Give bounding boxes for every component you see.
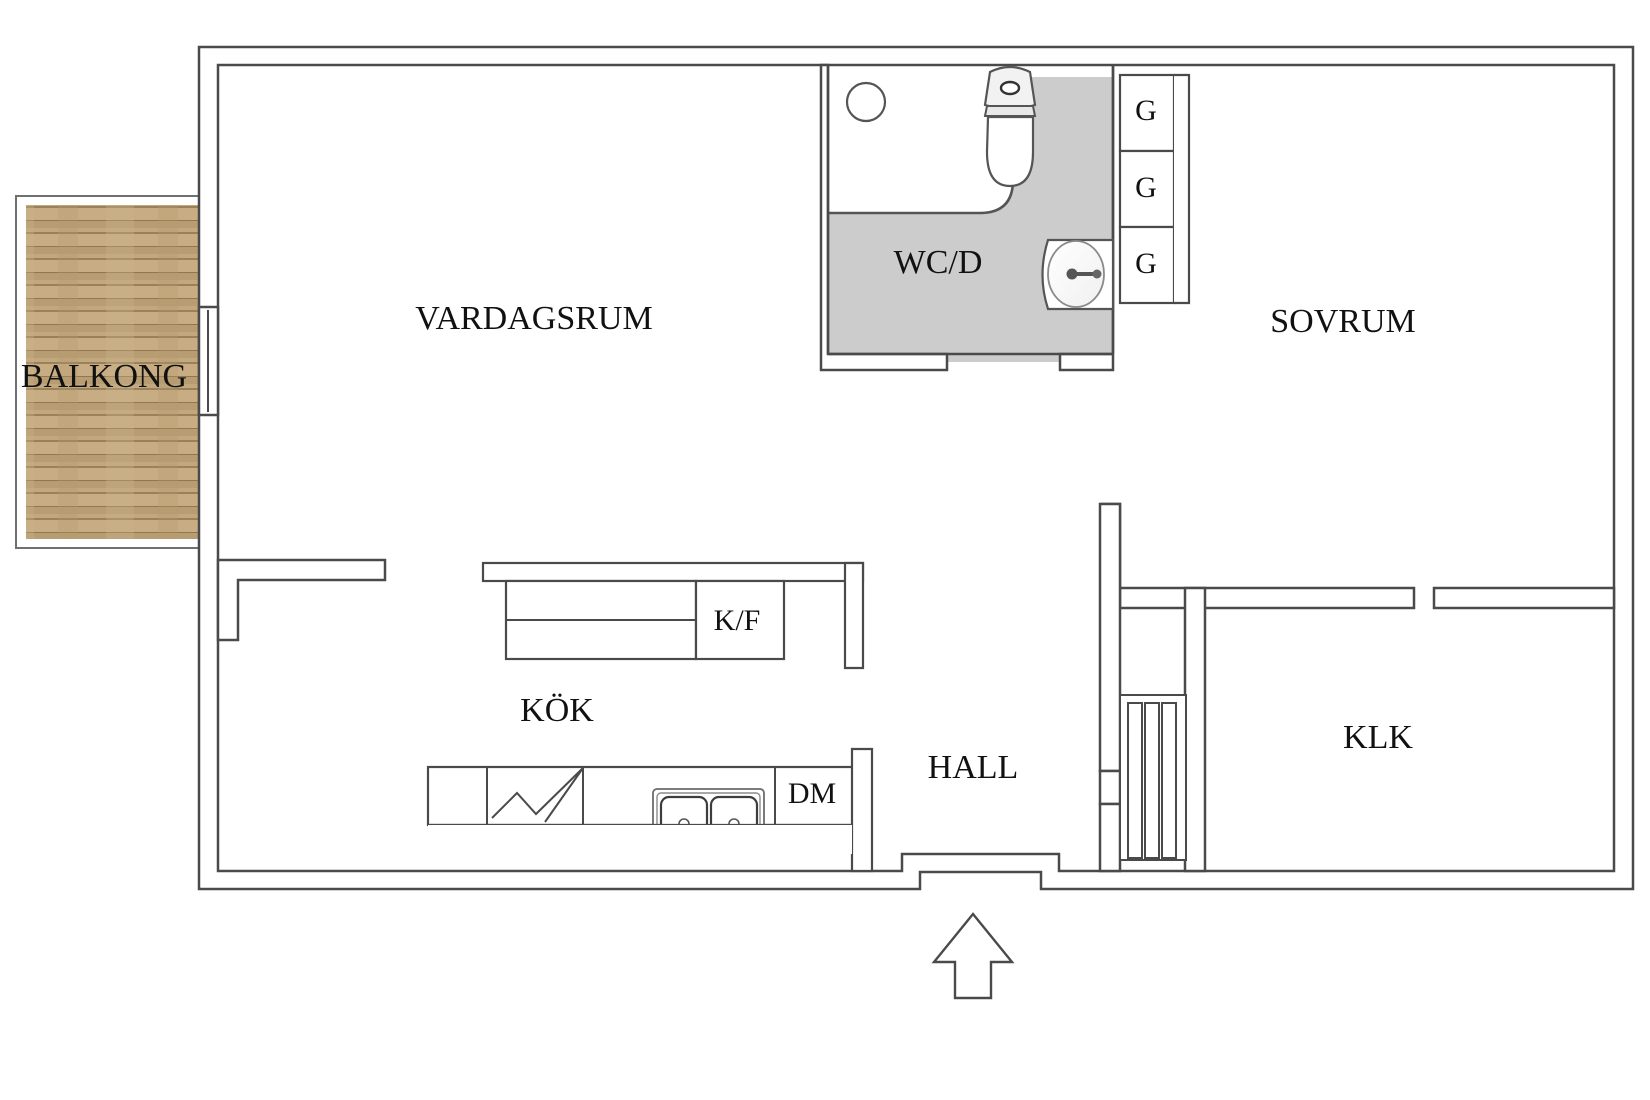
toilet-icon [983,65,1037,188]
klk-shelf-rack-icon [1119,694,1187,861]
lower-counter-block [426,765,870,827]
stove-hob-icon-2 [544,767,584,823]
stove-hob-icon [491,767,584,819]
sovrum-wall-stub [1432,586,1616,610]
room-label-vardagsrum: VARDAGSRUM [415,300,652,337]
room-label-wc-d: WC/D [894,244,983,281]
klk-rack-slot-2 [1144,702,1160,859]
room-label-balkong: BALKONG [21,358,187,395]
room-label-sovrum: SOVRUM [1270,303,1415,340]
klk-inner-vertical-wall [1183,586,1207,873]
klk-rack-slot-3 [1161,702,1177,859]
klk-left-wall-lower [1098,802,1122,873]
kitchen-sink-icon [652,788,765,836]
kitchen-left-wall-stub [216,558,387,642]
room-label-klk: KLK [1343,719,1413,756]
balcony-door-opening [197,305,220,417]
wardrobe-group [1118,73,1191,305]
bathroom-group [819,63,1115,372]
outer-walls [197,45,1635,891]
wardrobe-g3 [1118,225,1176,305]
room-labels: BALKONG VARDAGSRUM WC/D SOVRUM KÖK HALL … [21,244,1416,786]
kitchen-group [216,558,874,873]
klk-left-wall-mid [1098,769,1122,806]
fixture-label-g2: G [1135,171,1157,204]
wardrobe-g1 [1118,73,1176,153]
balcony-group [15,195,209,549]
counter-toe-space [428,825,852,854]
room-label-hall: HALL [928,749,1019,786]
kitchen-upper-return-wall [843,561,865,670]
fixture-label-kf: K/F [714,604,761,637]
inner-wall-outline [216,63,1616,873]
bathroom-walls [819,63,1115,372]
klk-walls [1098,502,1616,873]
entrance-arrow-icon [931,912,1015,1000]
shower-drain-icon [845,81,887,123]
fixture-label-g1: G [1135,94,1157,127]
kitchen-lower-return-wall [850,747,874,873]
wardrobe-back-wall [1174,73,1191,305]
klk-rack-slot-1 [1127,702,1143,859]
upper-cabinet-rail [481,561,865,583]
fixture-labels: K/F DM G G G [714,94,1157,810]
balcony-decking [26,205,206,539]
wardrobe-g2 [1118,149,1176,229]
washbasin-icon [1041,238,1115,311]
klk-left-wall-upper [1098,502,1122,773]
fridge-freezer-unit [694,579,786,661]
fixture-label-dm: DM [788,777,836,810]
fixture-label-g3: G [1135,247,1157,280]
room-label-kok: KÖK [520,692,594,729]
